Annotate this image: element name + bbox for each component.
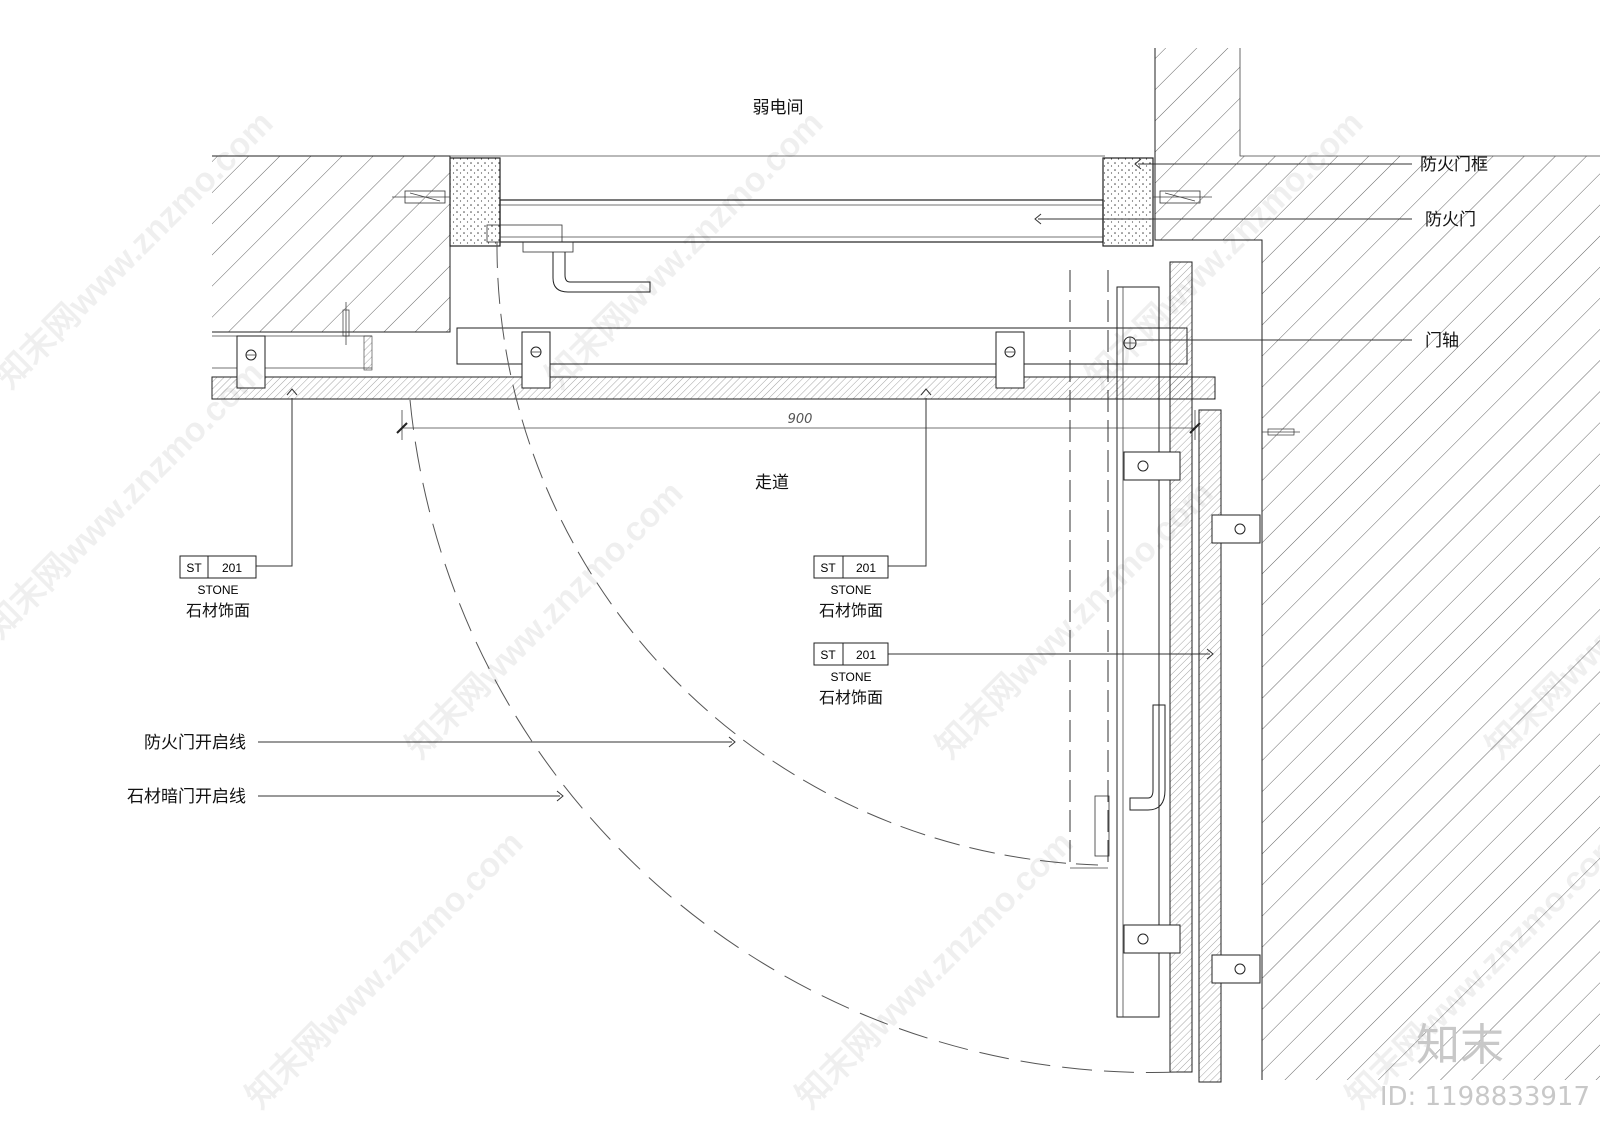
stone-door-vertical-frame — [1116, 286, 1160, 1018]
fire-door-leaf — [486, 199, 1104, 253]
leader-fire-door-swing — [258, 736, 736, 748]
door-frame-right — [1102, 157, 1154, 247]
tag-3-name-zh: 石材饰面 — [819, 688, 883, 707]
bracket-v4 — [1211, 954, 1261, 984]
watermark-2: 知末网www.znzmo.com — [539, 104, 831, 396]
watermark-9: 知末网www.znzmo.com — [789, 824, 1081, 1116]
leader-fire-door — [1034, 213, 1412, 225]
stone-steel-channel — [212, 327, 1188, 371]
label-door-pivot: 门轴 — [1425, 331, 1459, 351]
dimension-line — [396, 410, 1201, 440]
room-label-corridor: 走道 — [755, 473, 789, 493]
bracket-1 — [236, 335, 266, 389]
tag-2-number: 201 — [856, 561, 876, 575]
room-label-top: 弱电间 — [753, 98, 804, 118]
tag-1-name-zh: 石材饰面 — [186, 601, 250, 620]
watermark-8: 知末网www.znzmo.com — [239, 824, 531, 1116]
leader-fire-door-frame — [1134, 158, 1412, 170]
anchor-bolt-left — [392, 190, 450, 204]
stone-door-swing-arc — [409, 399, 1181, 1074]
door-handle-vertical — [1129, 704, 1166, 811]
bracket-v1 — [1123, 451, 1181, 481]
bracket-3 — [995, 331, 1025, 389]
material-tag-3: ST 201 STONE 石材饰面 — [813, 642, 1214, 707]
tag-1-name-en: STONE — [197, 583, 238, 597]
image-id-label: ID: 1198833917 — [1380, 1082, 1590, 1112]
door-pivot-symbol — [1123, 336, 1137, 350]
label-stone-door-swing: 石材暗门开启线 — [127, 787, 246, 807]
label-fire-door-frame: 防火门框 — [1420, 155, 1488, 175]
bracket-v2 — [1211, 514, 1261, 544]
wall-top-left — [212, 155, 451, 333]
tag-3-number: 201 — [856, 648, 876, 662]
material-tag-2: ST 201 STONE 石材饰面 — [813, 388, 932, 620]
door-frame-left — [449, 157, 501, 247]
stone-finish-horizontal — [211, 376, 1216, 400]
brand-logo: 知末 — [1416, 1020, 1504, 1071]
tag-1-code: ST — [186, 561, 202, 575]
wall-right-upper — [1154, 48, 1600, 1080]
watermark-5: 知末网www.znzmo.com — [399, 474, 691, 766]
handle-plate — [1094, 795, 1110, 857]
tag-2-code: ST — [820, 561, 836, 575]
leader-stone-door-swing — [258, 790, 564, 802]
screw-left — [342, 302, 350, 345]
material-tag-1: ST 201 STONE 石材饰面 — [179, 388, 298, 620]
bracket-2 — [521, 331, 551, 389]
fire-door-swing-arc — [496, 241, 1099, 866]
tag-3-code: ST — [820, 648, 836, 662]
door-handle-top — [552, 252, 651, 293]
tag-3-name-en: STONE — [830, 670, 871, 684]
door-width-dimension: 900 — [788, 412, 813, 427]
anchor-bolt-right — [1153, 190, 1212, 204]
tag-1-number: 201 — [222, 561, 242, 575]
label-fire-door: 防火门 — [1425, 210, 1476, 230]
tag-2-name-zh: 石材饰面 — [819, 601, 883, 620]
label-fire-door-swing: 防火门开启线 — [144, 733, 246, 753]
tag-2-name-en: STONE — [830, 583, 871, 597]
bracket-v3 — [1123, 924, 1181, 954]
fire-door-open-leaf — [1069, 270, 1109, 869]
screw-right — [1262, 428, 1300, 436]
